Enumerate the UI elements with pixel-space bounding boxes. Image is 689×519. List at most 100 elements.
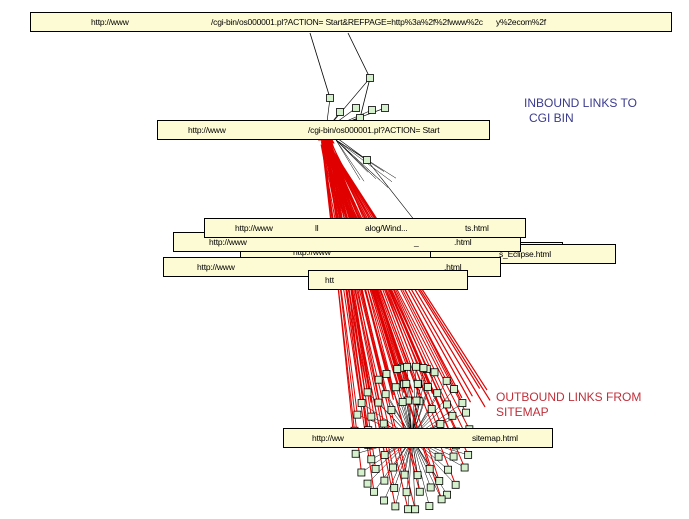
graph-node[interactable]	[436, 420, 445, 428]
graph-node[interactable]	[412, 396, 421, 405]
graph-node[interactable]	[380, 476, 389, 485]
inbound-link-line	[330, 142, 443, 441]
link-line	[411, 437, 416, 510]
graph-node[interactable]	[451, 480, 460, 489]
graph-node[interactable]	[402, 379, 411, 388]
graph-node[interactable]	[374, 375, 383, 384]
graph-node[interactable]	[363, 388, 372, 397]
link-line	[335, 139, 389, 188]
graph-node[interactable]	[368, 106, 376, 114]
graph-node[interactable]	[353, 410, 362, 419]
graph-node[interactable]	[391, 502, 400, 511]
graph-node[interactable]	[367, 455, 376, 464]
link-line	[335, 139, 377, 180]
node-page-a[interactable]: http://www ll alog/Wind... ts.html	[204, 218, 526, 238]
graph-node[interactable]	[403, 362, 412, 371]
outbound-label-line2: SITEMAP	[496, 405, 549, 419]
graph-node[interactable]	[389, 463, 397, 472]
url-text: http://ww	[312, 433, 344, 443]
graph-node[interactable]	[411, 505, 420, 514]
url-text: .html	[444, 262, 462, 272]
graph-node[interactable]	[443, 490, 452, 499]
node-cgi-bin[interactable]: http://www /cgi-bin/os000001.pl?ACTION= …	[157, 120, 490, 140]
graph-node[interactable]	[458, 399, 467, 407]
url-text: sitemap.html	[472, 433, 518, 443]
graph-node[interactable]	[381, 104, 389, 112]
graph-node[interactable]	[413, 379, 422, 388]
link-line	[383, 437, 413, 501]
url-text: _	[414, 237, 419, 247]
graph-node[interactable]	[367, 412, 376, 421]
graph-node[interactable]	[391, 383, 400, 392]
graph-node[interactable]	[426, 483, 435, 492]
graph-node[interactable]	[402, 488, 411, 497]
graph-node[interactable]	[357, 399, 366, 407]
graph-node[interactable]	[430, 368, 439, 377]
link-line	[407, 437, 413, 510]
graph-node[interactable]	[400, 470, 409, 479]
graph-node[interactable]	[352, 104, 360, 112]
graph-node[interactable]	[336, 108, 344, 116]
inbound-label-line1: INBOUND LINKS TO	[524, 96, 637, 110]
graph-node[interactable]	[462, 408, 470, 417]
graph-node[interactable]	[382, 370, 391, 378]
node-top-page[interactable]: http://www /cgi-bin/os000001.pl?ACTION= …	[30, 12, 672, 32]
url-text: y%2ecom%2f	[496, 17, 546, 27]
graph-node[interactable]	[351, 449, 360, 458]
graph-node[interactable]	[415, 487, 424, 496]
url-text: /cgi-bin/os000001.pl?ACTION= Start&REFPA…	[211, 17, 483, 27]
inbound-label-line2: CGI BIN	[529, 111, 574, 125]
graph-node[interactable]	[433, 389, 442, 398]
url-text: alog/Wind...	[365, 223, 408, 233]
graph-node[interactable]	[380, 496, 388, 505]
node-page-f[interactable]: htt	[308, 270, 468, 290]
graph-node[interactable]	[366, 74, 374, 82]
graph-node[interactable]	[419, 364, 428, 372]
graph-node[interactable]	[379, 419, 388, 428]
graph-node[interactable]	[425, 464, 434, 473]
graph-node[interactable]	[425, 502, 434, 510]
graph-node[interactable]	[448, 411, 457, 420]
graph-node[interactable]	[363, 479, 372, 488]
graph-node[interactable]	[393, 365, 402, 373]
graph-node[interactable]	[434, 452, 443, 461]
graph-node[interactable]	[442, 400, 451, 409]
graph-node[interactable]	[464, 450, 473, 459]
graph-node[interactable]	[380, 451, 389, 459]
graph-node[interactable]	[387, 406, 396, 414]
graph-node[interactable]	[460, 463, 469, 472]
link-line	[335, 139, 361, 180]
outbound-label-line1: OUTBOUND LINKS FROM	[496, 390, 642, 404]
graph-node[interactable]	[390, 484, 399, 492]
node-sitemap[interactable]: http://ww sitemap.html	[283, 428, 553, 448]
graph-node[interactable]	[449, 452, 458, 461]
url-text: http://www	[188, 125, 226, 135]
graph-node[interactable]	[326, 94, 334, 102]
link-line	[359, 77, 371, 119]
graph-node[interactable]	[381, 390, 390, 399]
graph-node[interactable]	[370, 487, 378, 496]
url-text: /cgi-bin/os000001.pl?ACTION= Start	[308, 125, 440, 135]
graph-node[interactable]	[404, 505, 412, 514]
graph-node[interactable]	[371, 465, 380, 473]
url-text: http://www	[293, 247, 331, 257]
graph-node[interactable]	[435, 477, 444, 485]
inbound-link-line	[323, 145, 406, 475]
url-text: http://www	[197, 262, 235, 272]
graph-node[interactable]	[442, 376, 451, 385]
graph-node[interactable]	[423, 383, 432, 391]
url-text: htt	[325, 275, 334, 285]
graph-node[interactable]	[398, 398, 407, 406]
graph-node[interactable]	[363, 156, 371, 164]
graph-node[interactable]	[444, 465, 452, 474]
graph-node[interactable]	[427, 405, 436, 413]
url-text: http://www	[209, 237, 247, 247]
graph-node[interactable]	[412, 362, 420, 371]
url-text: http://www	[235, 223, 273, 233]
graph-node[interactable]	[413, 471, 422, 480]
graph-node[interactable]	[374, 398, 383, 407]
graph-node[interactable]	[450, 385, 459, 393]
url-text: s_Eclipse.html	[499, 249, 551, 259]
graph-node[interactable]	[357, 468, 366, 477]
graph-node[interactable]	[437, 495, 446, 504]
